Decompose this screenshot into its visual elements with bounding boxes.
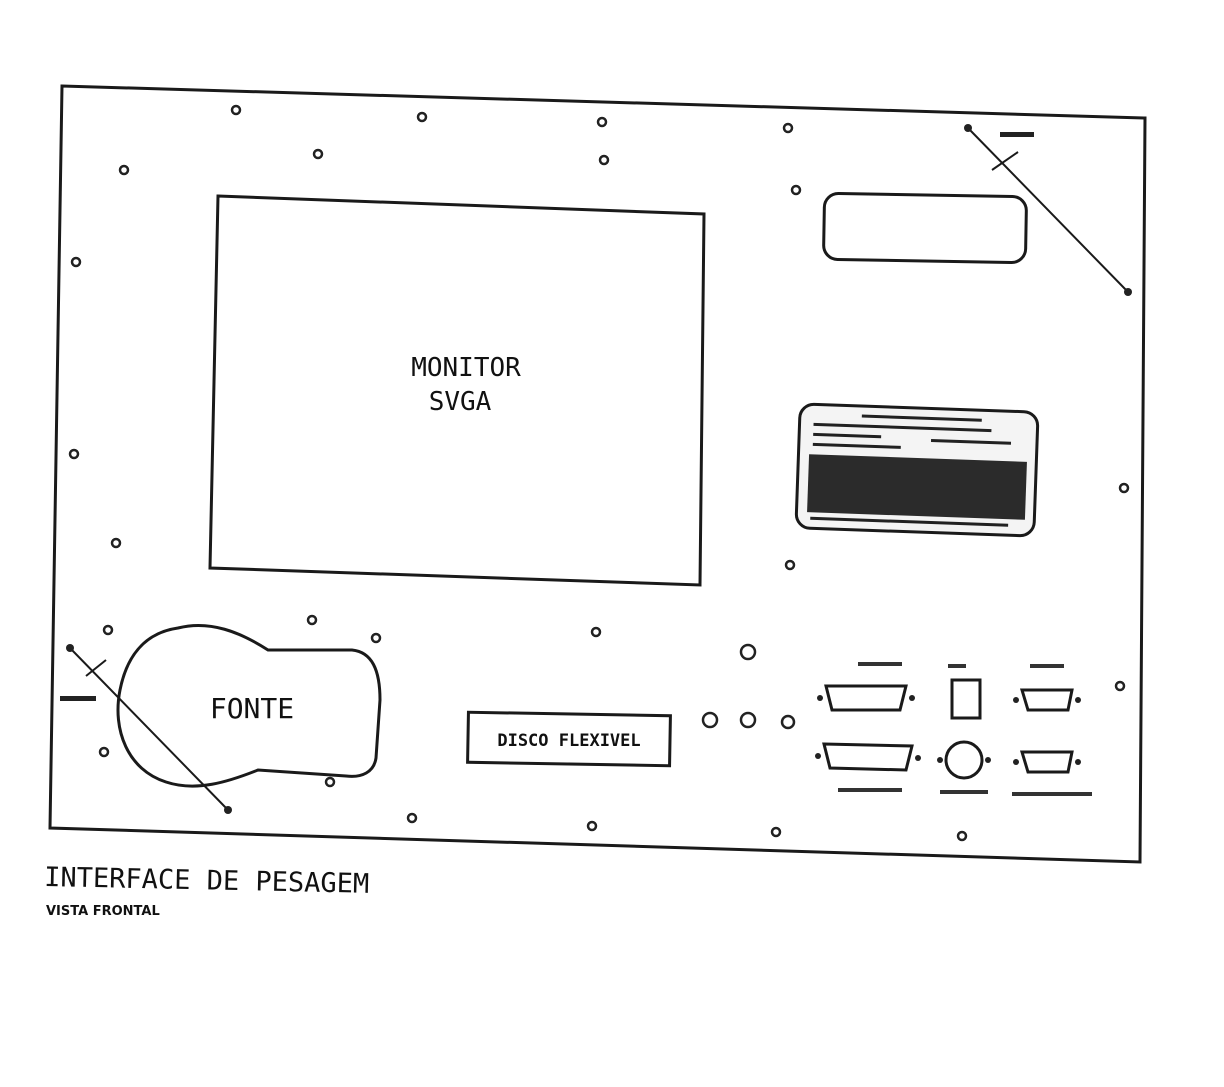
connector-upper-right xyxy=(1013,664,1081,712)
lamp-symbol-left xyxy=(60,644,232,814)
floppy-drive-label: DISCO FLEXIVEL xyxy=(497,731,640,751)
power-supply-label: FONTE xyxy=(210,692,294,725)
drawing-title: INTERFACE DE PESAGEM xyxy=(44,862,370,900)
connector-printer xyxy=(817,662,915,712)
monitor-label-line2: SVGA xyxy=(429,387,492,417)
identification-plate xyxy=(794,402,1040,538)
lamp-symbol-right xyxy=(964,124,1132,296)
connector-platform xyxy=(1012,750,1092,796)
drawing-subtitle: VISTA FRONTAL xyxy=(46,904,160,919)
front-panel-outline xyxy=(48,84,1147,864)
connector-keyboard xyxy=(937,740,991,794)
floppy-drive-slot xyxy=(466,710,672,768)
monitor-cutout xyxy=(208,194,706,587)
power-supply-cutout xyxy=(116,623,382,788)
monitor-label-line1: MONITOR xyxy=(411,353,521,383)
mounting-screws xyxy=(68,104,1130,842)
connector-parallel xyxy=(815,742,921,792)
indicator-leds xyxy=(701,643,796,730)
display-window xyxy=(822,191,1028,265)
connector-upper-middle xyxy=(948,664,982,720)
